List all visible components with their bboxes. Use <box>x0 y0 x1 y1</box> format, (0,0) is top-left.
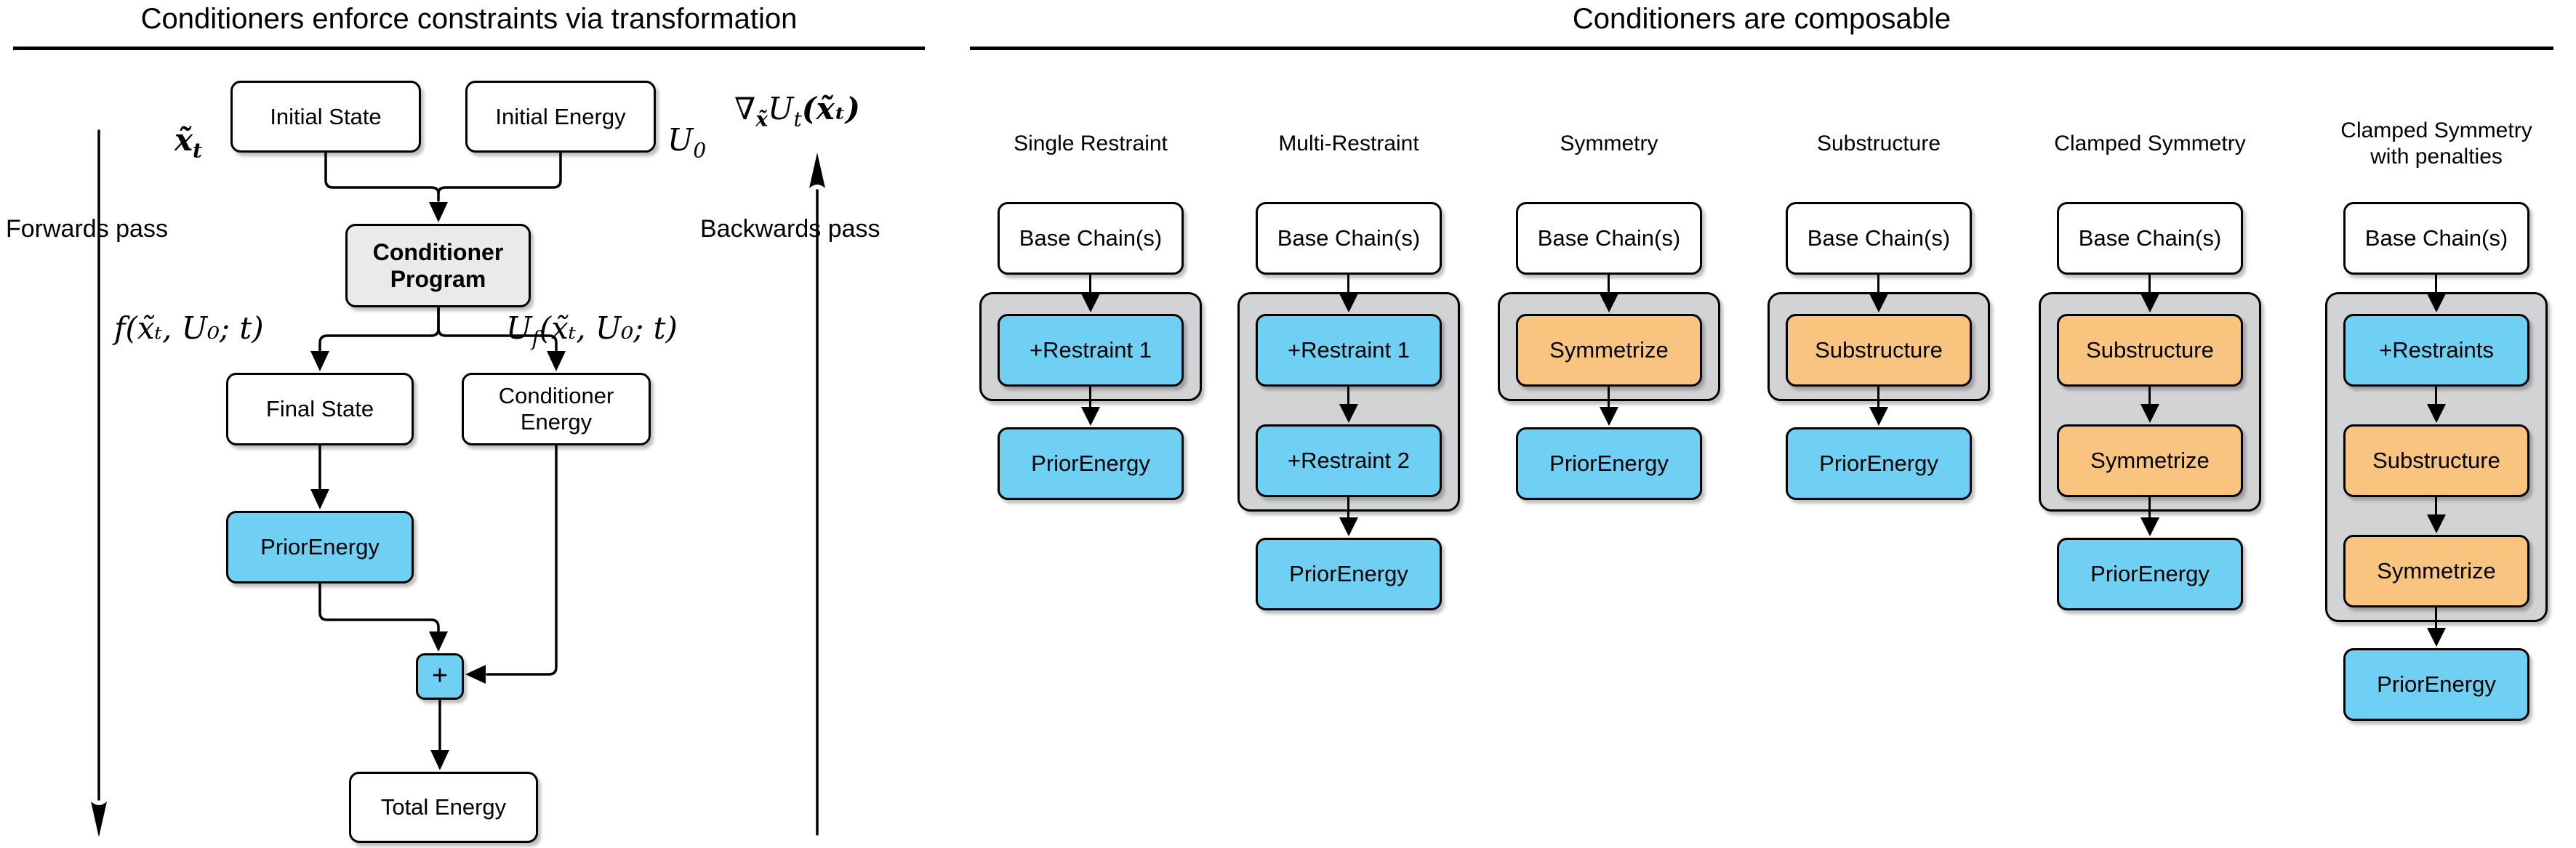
label-u0: U0 <box>667 122 707 163</box>
conditioner-step-box: Symmetrize <box>1516 314 1702 387</box>
right-panel-title: Conditioners are composable <box>1572 3 1951 35</box>
arrow-line <box>1608 387 1610 410</box>
conditioner-step-box: +Restraints <box>2343 314 2529 387</box>
base-chains-box: Base Chain(s) <box>998 202 1184 275</box>
prior-energy-box-left: PriorEnergy <box>226 511 414 583</box>
arrow-line <box>2148 497 2151 520</box>
arrowhead-down-icon <box>2427 294 2446 312</box>
final-state-box: Final State <box>226 373 414 445</box>
arrowhead-down-icon <box>1869 407 1888 426</box>
prior-energy-box: PriorEnergy <box>998 427 1184 500</box>
arrow-line <box>1608 275 1610 296</box>
arrow-line <box>1089 387 1091 410</box>
base-chains-box: Base Chain(s) <box>1256 202 1442 275</box>
arrowhead-down-icon <box>1600 294 1618 312</box>
left-panel-title: Conditioners enforce constraints via tra… <box>140 3 798 35</box>
arrow-line <box>1347 387 1349 407</box>
arrowhead-down-icon <box>2427 514 2446 533</box>
arrow-line <box>1347 275 1349 296</box>
label-uf-output: Uf(x̃ₜ, U₀; t) <box>506 310 678 351</box>
arrowhead-down-icon <box>2140 517 2159 536</box>
arrowhead-down-icon <box>1869 294 1888 312</box>
arrow-line <box>2148 387 2151 407</box>
base-chains-box: Base Chain(s) <box>1786 202 1972 275</box>
conditioner-energy-box: Conditioner Energy <box>462 373 651 445</box>
conditioner-step-box: Symmetrize <box>2343 535 2529 607</box>
conditioner-step-box: Substructure <box>2057 314 2243 387</box>
arrowhead-down-icon <box>1339 404 1358 423</box>
left-title-underline <box>13 47 925 50</box>
conditioner-step-box: Symmetrize <box>2057 424 2243 497</box>
arrow-line <box>2435 607 2437 631</box>
label-f-output: f(x̃ₜ, U₀; t) <box>114 310 264 346</box>
total-energy-box: Total Energy <box>349 772 538 843</box>
column-header: Clamped Symmetry with penalties <box>2340 118 2532 169</box>
arrowhead-down-icon <box>1339 517 1358 536</box>
column-header: Multi-Restraint <box>1278 131 1419 156</box>
arrowhead-down-icon <box>2427 404 2446 423</box>
arrow-line <box>1877 387 1879 410</box>
backwards-pass-label: Backwards pass <box>700 215 880 243</box>
arrow-line <box>2435 387 2437 407</box>
conditioner-step-box: +Restraint 1 <box>998 314 1184 387</box>
arrowhead-down-icon <box>1081 294 1100 312</box>
column-header: Substructure <box>1816 131 1941 156</box>
prior-energy-box: PriorEnergy <box>1786 427 1972 500</box>
arrow-line <box>2435 497 2437 517</box>
base-chains-box: Base Chain(s) <box>2343 202 2529 275</box>
prior-energy-box: PriorEnergy <box>1516 427 1702 500</box>
column-header: Symmetry <box>1560 131 1658 156</box>
arrowhead-down-icon <box>1339 294 1358 312</box>
right-title-underline <box>970 47 2553 50</box>
conditioner-step-box: Substructure <box>1786 314 1972 387</box>
arrow-line <box>2148 275 2151 296</box>
prior-energy-box: PriorEnergy <box>2057 538 2243 610</box>
arrow-line <box>1877 275 1879 296</box>
forwards-pass-label: Forwards pass <box>6 215 168 243</box>
prior-energy-box: PriorEnergy <box>1256 538 1442 610</box>
conditioner-step-box: +Restraint 2 <box>1256 424 1442 497</box>
base-chains-box: Base Chain(s) <box>2057 202 2243 275</box>
arrowhead-down-icon <box>2427 628 2446 647</box>
column-header: Clamped Symmetry <box>2054 131 2246 156</box>
arrow-line <box>1347 497 1349 520</box>
prior-energy-box: PriorEnergy <box>2343 648 2529 721</box>
plus-junction-box: + <box>416 653 464 700</box>
conditioner-program-box: Conditioner Program <box>345 224 531 307</box>
arrowhead-down-icon <box>2140 404 2159 423</box>
base-chains-box: Base Chain(s) <box>1516 202 1702 275</box>
arrow-line <box>2435 275 2437 296</box>
arrowhead-down-icon <box>1600 407 1618 426</box>
initial-energy-box: Initial Energy <box>465 81 656 153</box>
label-x-tilde-t: x̃t <box>174 122 202 163</box>
conditioner-step-box: +Restraint 1 <box>1256 314 1442 387</box>
arrowhead-down-icon <box>2140 294 2159 312</box>
arrow-line <box>1089 275 1091 296</box>
column-header: Single Restraint <box>1014 131 1168 156</box>
initial-state-box: Initial State <box>230 81 421 153</box>
arrowhead-down-icon <box>1081 407 1100 426</box>
label-gradient: ∇x̃Ut(x̃ₜ) <box>734 91 861 132</box>
conditioner-step-box: Substructure <box>2343 424 2529 497</box>
